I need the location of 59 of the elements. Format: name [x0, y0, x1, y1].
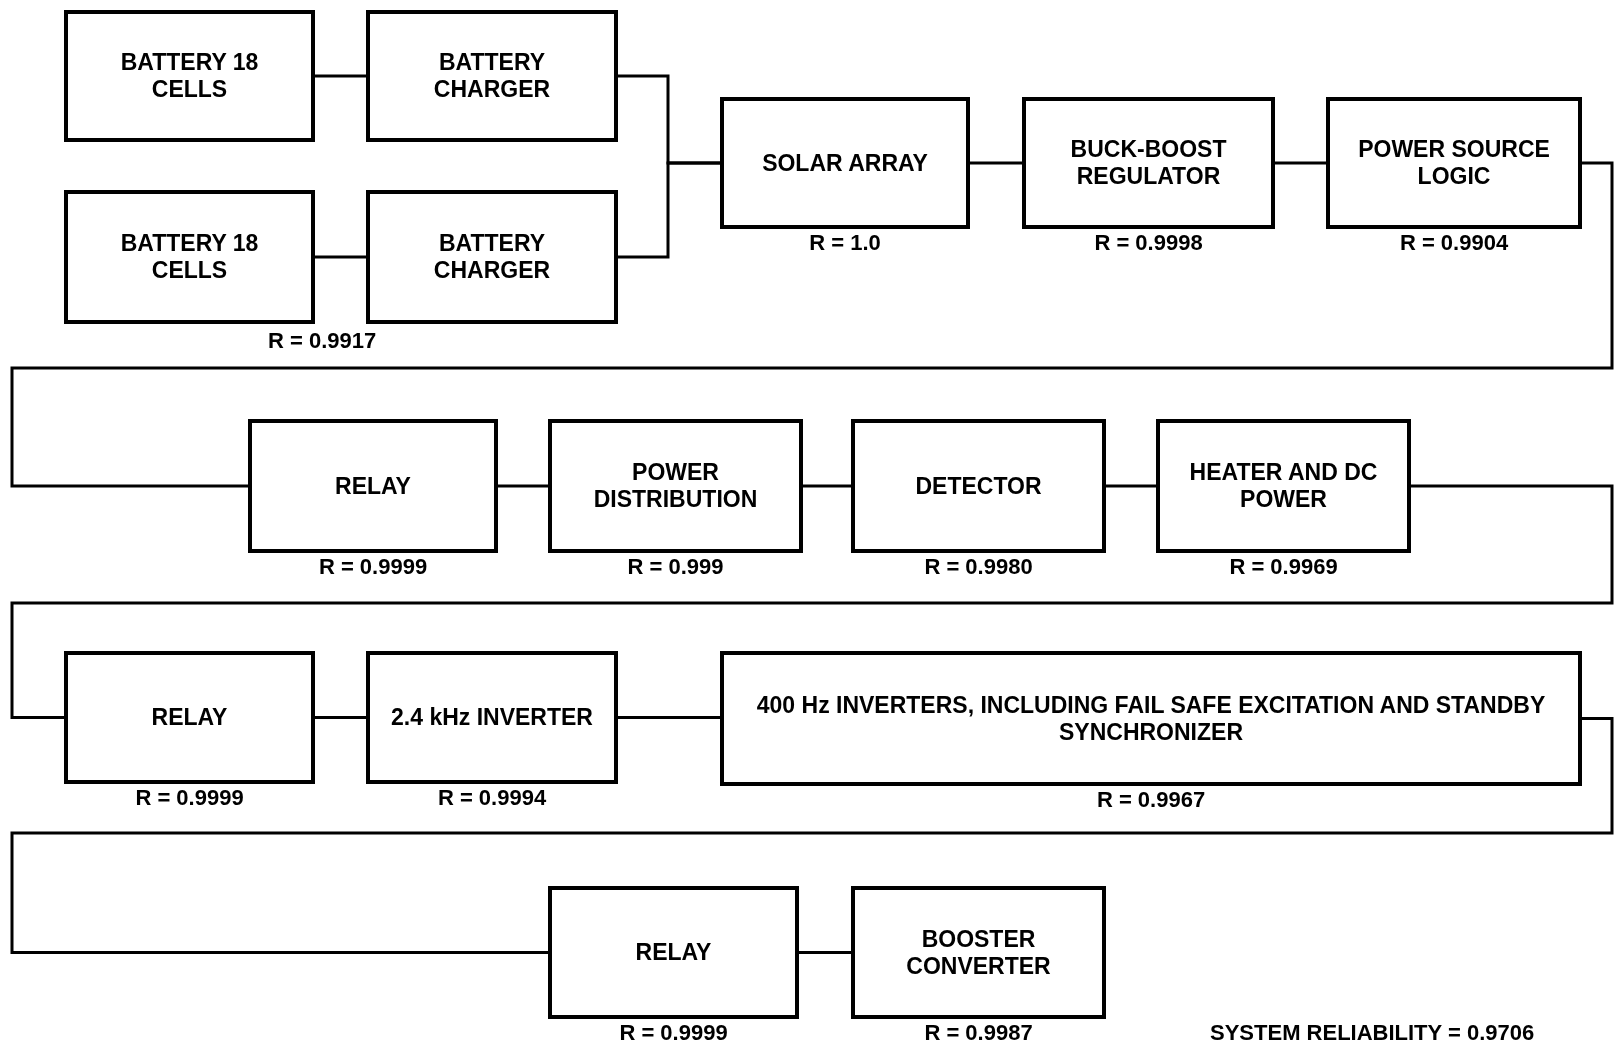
reliability-value: R = 0.9904 [1398, 230, 1510, 256]
connector-line [803, 484, 851, 488]
block-box [366, 190, 618, 324]
block-label: BATTERY CHARGER [432, 49, 552, 103]
connector-line [10, 161, 1614, 488]
reliability-value: R = 0.9969 [1228, 554, 1339, 580]
block-box [720, 651, 1582, 786]
block-label: 2.4 kHz INVERTER [391, 704, 593, 731]
reliability-value: R = 0.9967 [1095, 787, 1207, 813]
reliability-value: R = 0.9999 [134, 785, 245, 811]
block-label: RELAY [635, 939, 712, 966]
connector-line [1106, 484, 1156, 488]
connector-line [315, 74, 366, 78]
block-box [1022, 97, 1275, 229]
reliability-value: R = 1.0 [808, 230, 882, 256]
connector-line [315, 255, 366, 259]
block-label: SOLAR ARRAY [762, 149, 928, 177]
reliability-value: R = 0.9998 [1093, 230, 1204, 256]
connector-line [970, 161, 1022, 165]
block-box [851, 886, 1106, 1019]
reliability-value: R = 0.9917 [268, 328, 377, 354]
connector-line [799, 951, 851, 954]
reliability-value: R = 0.9999 [317, 554, 429, 580]
block-label: BOOSTER CONVERTER [905, 925, 1052, 980]
block-box [548, 419, 803, 553]
block-box [64, 651, 315, 784]
connector-line [618, 161, 720, 259]
reliability-value: R = 0.9994 [436, 785, 548, 811]
connector-line [618, 716, 720, 719]
block-label: POWER SOURCE LOGIC [1357, 136, 1551, 190]
block-label: BUCK-BOOST REGULATOR [1069, 136, 1228, 190]
block-box [851, 419, 1106, 553]
connector-line [498, 484, 548, 488]
block-box [1326, 97, 1582, 229]
block-box [720, 97, 970, 229]
block-box [64, 190, 315, 324]
connector-line [315, 716, 366, 719]
system-reliability-note: SYSTEM RELIABILITY = 0.9706 [1210, 1020, 1535, 1046]
block-label: BATTERY 18 CELLS [119, 49, 260, 103]
reliability-value: R = 0.999 [626, 554, 725, 580]
block-box [548, 886, 799, 1019]
block-label: HEATER AND DC POWER [1188, 459, 1379, 513]
reliability-value: R = 0.9999 [618, 1020, 729, 1046]
connector-line [10, 484, 1614, 719]
connector-line [1275, 161, 1326, 165]
block-label: POWER DISTRIBUTION [592, 459, 759, 513]
block-box [64, 10, 315, 142]
block-label: RELAY [335, 472, 411, 500]
block-box [366, 651, 618, 784]
block-label: BATTERY 18 CELLS [119, 230, 260, 284]
block-box [1156, 419, 1411, 553]
reliability-value: R = 0.9987 [923, 1020, 1034, 1046]
block-box [248, 419, 498, 553]
block-box [366, 10, 618, 142]
block-label: 400 Hz INVERTERS, INCLUDING FAIL SAFE EXCITATION AND STANDBY SYNCHRONIZER [755, 691, 1547, 746]
block-label: DETECTOR [915, 472, 1042, 500]
block-label: RELAY [151, 704, 228, 731]
block-label: BATTERY CHARGER [432, 230, 552, 284]
reliability-value: R = 0.9980 [923, 554, 1034, 580]
